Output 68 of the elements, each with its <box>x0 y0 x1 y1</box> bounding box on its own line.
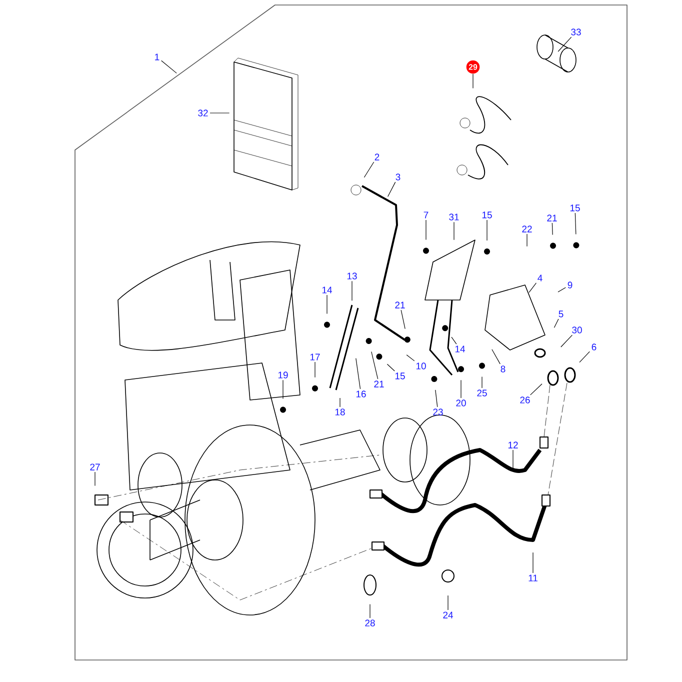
leader-line <box>435 390 438 408</box>
callout-number: 15 <box>395 372 405 380</box>
callout-number: 18 <box>335 408 345 416</box>
leader-line <box>528 282 536 293</box>
leader-line <box>388 182 396 197</box>
callout-number: 1 <box>155 54 160 60</box>
callout-number: 20 <box>456 400 466 406</box>
leader-line <box>558 287 566 292</box>
callout-number: 21 <box>547 214 557 222</box>
callout-number: 26 <box>520 396 530 404</box>
callout-number: 7 <box>424 212 428 218</box>
callout-number: 8 <box>500 366 506 372</box>
callout-number: 23 <box>433 408 443 416</box>
leader-line <box>526 234 528 247</box>
leader-line <box>326 294 328 314</box>
leader-line <box>406 354 415 362</box>
leader-line <box>460 380 462 398</box>
callout-number: 14 <box>455 346 465 352</box>
callout-number: 15 <box>570 204 580 212</box>
leader-line <box>554 318 559 328</box>
leader-line <box>364 162 374 178</box>
leader-line <box>314 362 316 378</box>
callout-number: 10 <box>416 362 426 370</box>
callout-number: 16 <box>356 390 366 398</box>
leader-line <box>560 334 573 348</box>
leader-line <box>530 384 542 396</box>
callout-number: 33 <box>571 28 581 36</box>
leader-line <box>161 60 177 74</box>
leader-line <box>451 336 457 344</box>
leader-line <box>282 380 284 400</box>
leader-line <box>371 351 378 380</box>
callout-number: 3 <box>396 174 400 180</box>
leader-line <box>386 364 395 372</box>
callout-number: 25 <box>477 390 487 396</box>
leader-line <box>574 212 576 235</box>
callout-number: 9 <box>568 282 572 288</box>
callout-number: 21 <box>395 302 405 308</box>
callout-number: 12 <box>508 442 518 448</box>
callout-number: 21 <box>374 380 384 388</box>
leader-line <box>552 222 553 236</box>
callout-number: 11 <box>528 574 538 582</box>
callout-number: 19 <box>278 372 288 378</box>
leader-line <box>579 351 590 363</box>
leader-line <box>472 74 474 88</box>
callout-number: 5 <box>558 310 564 318</box>
callout-number: 15 <box>482 212 492 218</box>
callout-number: 32 <box>198 110 208 116</box>
callout-number: 27 <box>90 464 100 470</box>
callout-number: 22 <box>522 226 532 232</box>
callout-number: 30 <box>572 326 582 334</box>
leader-line <box>210 112 230 114</box>
callout-number: 13 <box>347 272 357 280</box>
leader-line <box>400 310 406 330</box>
callout-badge: 29 <box>466 60 480 74</box>
callout-number: 14 <box>322 286 332 294</box>
leader-line <box>532 552 534 574</box>
leader-line <box>486 220 488 241</box>
callout-number: 31 <box>449 214 459 220</box>
leader-line <box>94 472 96 486</box>
leader-line <box>558 36 572 52</box>
callout-number: 2 <box>374 154 380 160</box>
callout-number: 6 <box>592 344 596 350</box>
leader-line <box>356 358 361 390</box>
callout-number: 17 <box>310 354 320 360</box>
leader-line <box>492 349 500 364</box>
callout-number: 28 <box>365 620 375 626</box>
callout-number: 24 <box>443 612 453 618</box>
callout-number: 4 <box>538 274 542 282</box>
